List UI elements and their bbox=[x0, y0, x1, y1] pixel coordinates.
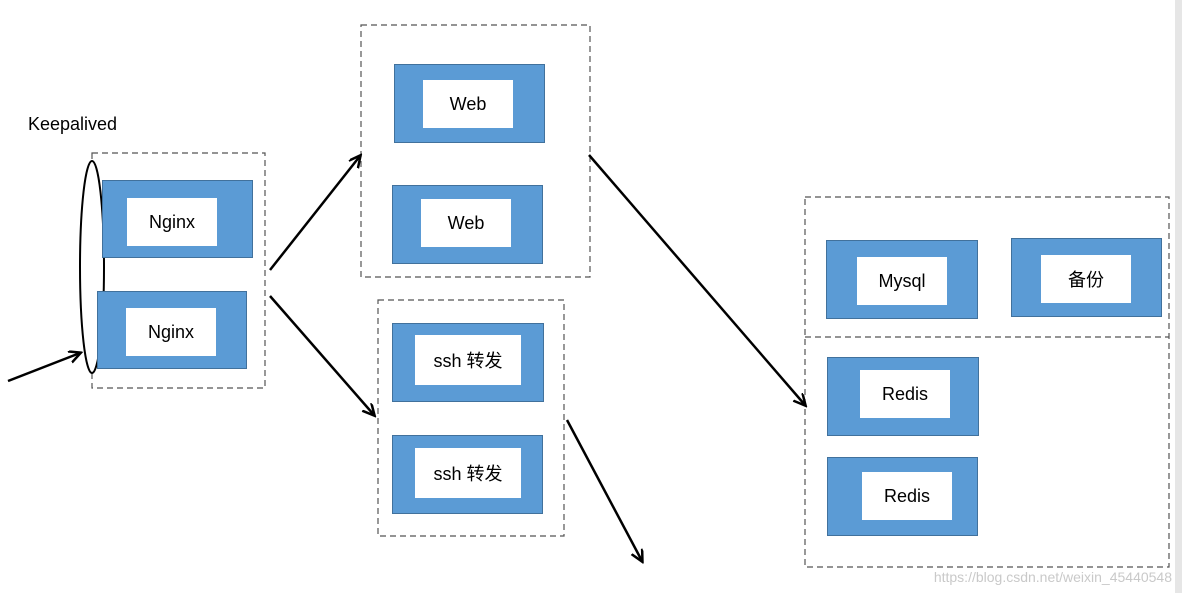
mysql-node-label: Mysql bbox=[857, 257, 947, 305]
nginx-group-border bbox=[91, 152, 266, 389]
web-node-1-label: Web bbox=[423, 80, 513, 128]
web-node-2-label: Web bbox=[421, 199, 511, 247]
ssh-node-1: ssh 转发 bbox=[392, 323, 544, 402]
redis-node-2: Redis bbox=[827, 457, 978, 536]
watermark: https://blog.csdn.net/weixin_45440548 bbox=[933, 569, 1172, 585]
arrow-nginx-to-ssh bbox=[269, 295, 374, 415]
redis-node-2-label: Redis bbox=[862, 472, 952, 520]
backup-node: 备份 bbox=[1011, 238, 1162, 317]
redis-node-1: Redis bbox=[827, 357, 979, 436]
nginx-node-1: Nginx bbox=[102, 180, 253, 258]
arrow-client-to-keepalived bbox=[7, 353, 80, 383]
mysql-node: Mysql bbox=[826, 240, 978, 319]
arrow-web-to-db bbox=[588, 154, 805, 405]
web-node-1: Web bbox=[394, 64, 545, 143]
right-edge-bar bbox=[1175, 0, 1182, 593]
arrow-ssh-outbound bbox=[565, 419, 642, 561]
arrow-nginx-to-web bbox=[269, 156, 360, 271]
ssh-node-2-label: ssh 转发 bbox=[415, 448, 521, 498]
backup-node-label: 备份 bbox=[1041, 255, 1131, 303]
nginx-node-2: Nginx bbox=[97, 291, 247, 369]
nginx-node-1-label: Nginx bbox=[127, 198, 217, 246]
redis-node-1-label: Redis bbox=[860, 370, 950, 418]
web-group-border bbox=[360, 24, 591, 278]
web-node-2: Web bbox=[392, 185, 543, 264]
db-group-border bbox=[804, 196, 1170, 568]
ssh-group-border bbox=[377, 299, 565, 537]
ssh-node-1-label: ssh 转发 bbox=[415, 335, 521, 385]
nginx-node-2-label: Nginx bbox=[126, 308, 216, 356]
keepalived-label: Keepalived bbox=[28, 114, 118, 134]
ssh-node-2: ssh 转发 bbox=[392, 435, 543, 514]
